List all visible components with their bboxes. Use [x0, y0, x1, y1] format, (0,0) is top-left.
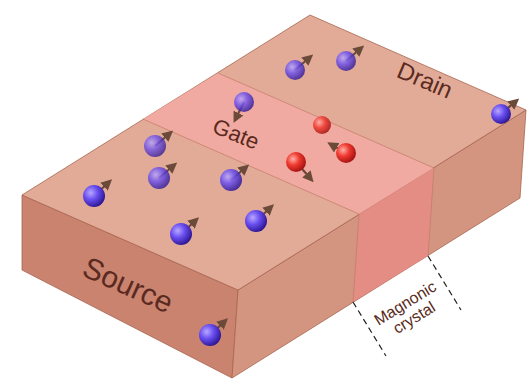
top-face [22, 15, 526, 290]
region-edges [143, 73, 434, 302]
gate-side [353, 168, 434, 302]
crystal-bracket [353, 256, 461, 356]
gate-top [143, 73, 434, 214]
